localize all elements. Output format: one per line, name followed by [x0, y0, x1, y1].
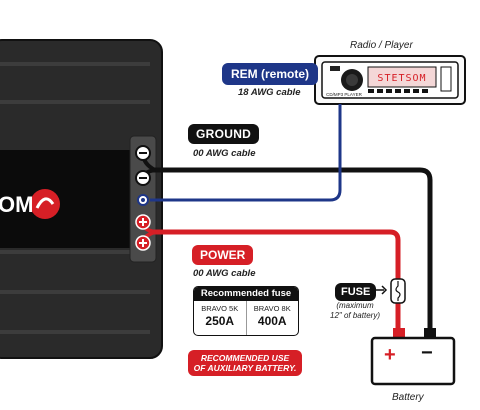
ground-terminal-2	[135, 170, 151, 186]
fuse-model-amps: 400A	[257, 314, 287, 328]
power-cable-note: 00 AWG cable	[193, 268, 256, 279]
auxiliary-battery-note: RECOMMENDED USE OF AUXILIARY BATTERY.	[188, 350, 302, 376]
ground-terminal-1	[135, 145, 151, 161]
fuse-model-column: BRAVO 8K 400A	[245, 301, 299, 335]
battery-negative-symbol: −	[421, 342, 433, 364]
rem-cable-note: 18 AWG cable	[238, 87, 301, 98]
radio-sub-label: CD/MP3 PLAYER	[326, 92, 362, 97]
fuse-model-name: BRAVO 8K	[253, 304, 291, 313]
fuse-model-amps: 250A	[205, 314, 235, 328]
radio-display-overlay: STETSOM	[377, 73, 426, 84]
radio-sublabel-overlay: CD/MP3 PLAYER	[326, 92, 362, 97]
auxiliary-note-line: OF AUXILIARY BATTERY.	[193, 363, 297, 373]
ground-label: GROUND	[188, 124, 260, 144]
fuse-note: (maximum 12" of battery)	[322, 301, 388, 321]
battery-body	[370, 336, 456, 386]
amplifier-logo: OM	[0, 192, 33, 217]
power-terminal-2	[135, 235, 151, 251]
radio-player	[314, 55, 466, 105]
fuse-icon	[390, 278, 406, 304]
recommended-fuse-table: Recommended fuse BRAVO 5K 250A BRAVO 8K …	[193, 286, 299, 336]
battery-label: Battery	[392, 392, 424, 403]
rem-label: REM (remote)	[222, 63, 319, 85]
radio-display-text: STETSOM	[377, 73, 426, 84]
battery-positive-symbol: +	[384, 344, 396, 366]
fuse-note-line: 12" of battery)	[330, 311, 380, 320]
auxiliary-note-line: RECOMMENDED USE	[200, 353, 290, 363]
radio-display	[367, 66, 437, 88]
fuse-model-name: BRAVO 5K	[201, 304, 239, 313]
radio-title: Radio / Player	[350, 40, 413, 51]
power-terminal-1	[135, 214, 151, 230]
ground-wire	[150, 167, 433, 340]
amplifier	[0, 39, 163, 359]
ground-cable-note: 00 AWG cable	[193, 148, 256, 159]
battery	[370, 328, 456, 386]
recommended-fuse-title: Recommended fuse	[194, 287, 298, 301]
fuse-note-line: (maximum	[336, 301, 374, 310]
rem-wire	[150, 104, 342, 202]
fuse-label: FUSE	[335, 283, 377, 301]
rem-terminal	[137, 194, 149, 206]
power-wire	[150, 229, 401, 336]
amplifier-panel	[0, 150, 130, 248]
fuse-model-column: BRAVO 5K 250A	[194, 301, 246, 335]
brand-logo-icon	[30, 189, 60, 219]
power-label: POWER	[192, 245, 254, 265]
amplifier-logo-text: OM	[0, 192, 33, 217]
